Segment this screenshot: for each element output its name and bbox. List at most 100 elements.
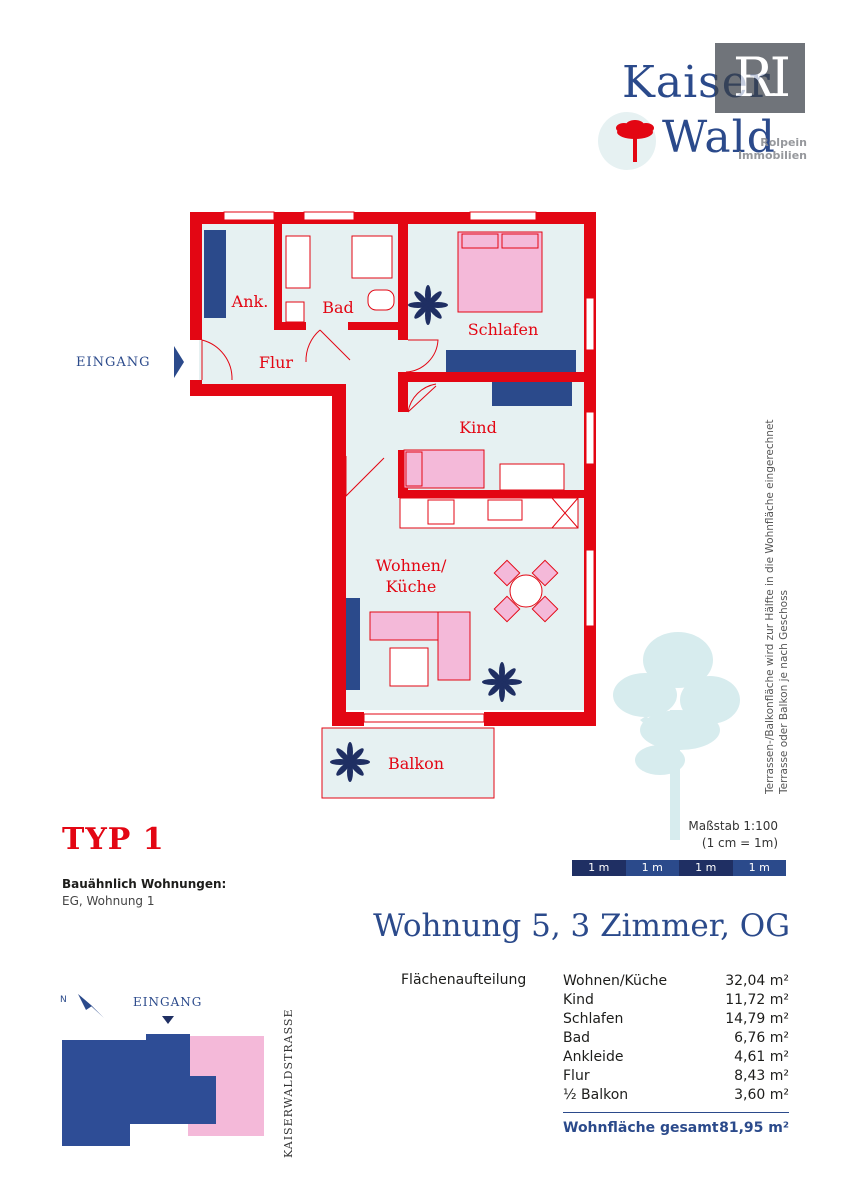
area-divider — [563, 1112, 789, 1113]
site-plan: N — [60, 994, 264, 1146]
area-row: Kind 11,72 m² — [563, 991, 789, 1010]
watermark-line1: Rolpein — [760, 136, 807, 149]
dining-set — [493, 559, 559, 623]
wall-bad-schlafen — [398, 212, 408, 340]
north-arrow-icon: N — [60, 994, 104, 1018]
bathroom-shower — [351, 235, 393, 279]
balcony-outline — [321, 727, 495, 799]
similar-heading: Bauähnlich Wohnungen: — [62, 877, 227, 891]
tree-logo-icon — [616, 120, 654, 162]
wall-living-bottom-right — [484, 712, 596, 726]
area-value: 11,72 m² — [725, 992, 789, 1008]
apartment-title: Wohnung 5, 3 Zimmer, OG — [373, 908, 790, 944]
room-label-balkon: Balkon — [387, 754, 445, 773]
window-schlafen-right — [585, 297, 595, 351]
area-room: Bad — [563, 1030, 591, 1046]
watermark-text: Rolpein Immobilien — [715, 136, 807, 162]
area-value: 32,04 m² — [725, 973, 789, 989]
area-room: Wohnen/Küche — [563, 973, 668, 989]
scale-bar: 1 m 1 m 1 m 1 m — [572, 860, 786, 876]
side-note-line2: Terrasse oder Balkon je nach Geschoss — [778, 589, 790, 794]
area-total: Wohnfläche gesamt 81,95 m² — [563, 1120, 789, 1136]
area-value: 3,60 m² — [734, 1087, 789, 1103]
wall-schlafen-kind — [398, 372, 584, 382]
area-value: 8,43 m² — [734, 1068, 789, 1084]
window-living — [585, 549, 595, 627]
wall-flur-bottom — [190, 384, 346, 396]
area-room: Ankleide — [563, 1049, 624, 1065]
scale-sub: (1 cm = 1m) — [701, 836, 778, 850]
tv-sideboard — [346, 598, 360, 690]
wall-ank-bad — [274, 212, 282, 312]
area-room: Kind — [563, 992, 594, 1008]
street-name: KAISERWALDSTRASSE — [282, 1008, 295, 1159]
watermark-line2: Immobilien — [737, 149, 807, 162]
floor-plan — [174, 211, 596, 799]
wall-ank-bad-low — [274, 312, 282, 330]
wall-living-bottom-left — [332, 712, 364, 726]
door-schlafen — [405, 339, 439, 373]
wardrobe-kind — [492, 382, 572, 406]
area-room: Flur — [563, 1068, 590, 1084]
kind-bed — [403, 449, 485, 489]
sofa — [369, 611, 471, 681]
scale-text: Maßstab 1:100 (1 cm = 1m) — [640, 818, 778, 852]
kind-desk — [499, 463, 565, 491]
entrance-arrow-icon — [174, 346, 184, 378]
window-kind — [585, 411, 595, 465]
room-label-schlafen: Schlafen — [467, 320, 539, 339]
wall-kind-left-bottom — [398, 450, 408, 498]
side-note: Terrassen-/Balkonfläche wird zur Hälfte … — [752, 419, 812, 800]
area-row: Bad 6,76 m² — [563, 1029, 789, 1048]
area-room: Schlafen — [563, 1011, 624, 1027]
wardrobe-ank — [204, 230, 226, 318]
scale-label: Maßstab 1:100 — [688, 819, 778, 833]
door-bad — [305, 329, 351, 363]
type-title: TYP 1 — [62, 822, 165, 857]
room-label-flur: Flur — [258, 353, 294, 372]
similar-value: EG, Wohnung 1 — [62, 894, 155, 908]
wall-kind-bottom — [398, 490, 584, 498]
watermark-mark: RI — [715, 43, 805, 113]
scale-segment-3: 1 m — [679, 860, 733, 876]
area-list: Wohnen/Küche 32,04 m² Kind 11,72 m² Schlaf… — [563, 972, 789, 1105]
site-building-blue — [62, 1034, 216, 1146]
area-row: Ankleide 4,61 m² — [563, 1048, 789, 1067]
schlafen-bed — [457, 231, 543, 313]
svg-text:N: N — [60, 995, 67, 1005]
room-label-wohnen: Wohnen/ Küche — [366, 555, 456, 597]
scale-segment-1: 1 m — [572, 860, 626, 876]
area-value: 14,79 m² — [725, 1011, 789, 1027]
bathroom-sink — [367, 289, 395, 311]
logo-circle — [598, 112, 656, 170]
area-heading: Flächenaufteilung — [401, 972, 527, 988]
room-label-ankleide: Ank. — [231, 292, 269, 311]
scale-segment-2: 1 m — [625, 860, 679, 876]
bathroom-vanity — [285, 235, 311, 289]
area-value: 4,61 m² — [734, 1049, 789, 1065]
area-value: 6,76 m² — [734, 1030, 789, 1046]
bathroom-toilet — [285, 301, 305, 323]
window-bad — [303, 211, 355, 221]
room-label-bad: Bad — [322, 298, 354, 317]
area-row: Wohnen/Küche 32,04 m² — [563, 972, 789, 991]
coffee-table — [389, 647, 429, 687]
area-room: ½ Balkon — [563, 1087, 629, 1103]
window-balcony-door — [363, 713, 485, 723]
street-label: KAISERWALDSTRASSE — [282, 1008, 302, 1159]
room-label-wohnen-line2: Küche — [385, 577, 437, 596]
logo-wald: Wald — [662, 112, 776, 163]
area-row: Flur 8,43 m² — [563, 1067, 789, 1086]
wall-bad-bottom-left — [282, 322, 306, 330]
door-living — [345, 456, 385, 498]
wall-living-left — [332, 384, 346, 724]
site-entrance-label: EINGANG — [133, 995, 203, 1009]
area-row: Schlafen 14,79 m² — [563, 1010, 789, 1029]
wall-right — [584, 212, 596, 726]
door-kind — [407, 383, 437, 413]
decorative-tree-icon — [613, 632, 740, 840]
side-note-line1: Terrassen-/Balkonfläche wird zur Hälfte … — [764, 419, 776, 794]
door-entrance — [201, 339, 233, 381]
area-row: ½ Balkon 3,60 m² — [563, 1086, 789, 1105]
wall-left-upper — [190, 212, 202, 340]
